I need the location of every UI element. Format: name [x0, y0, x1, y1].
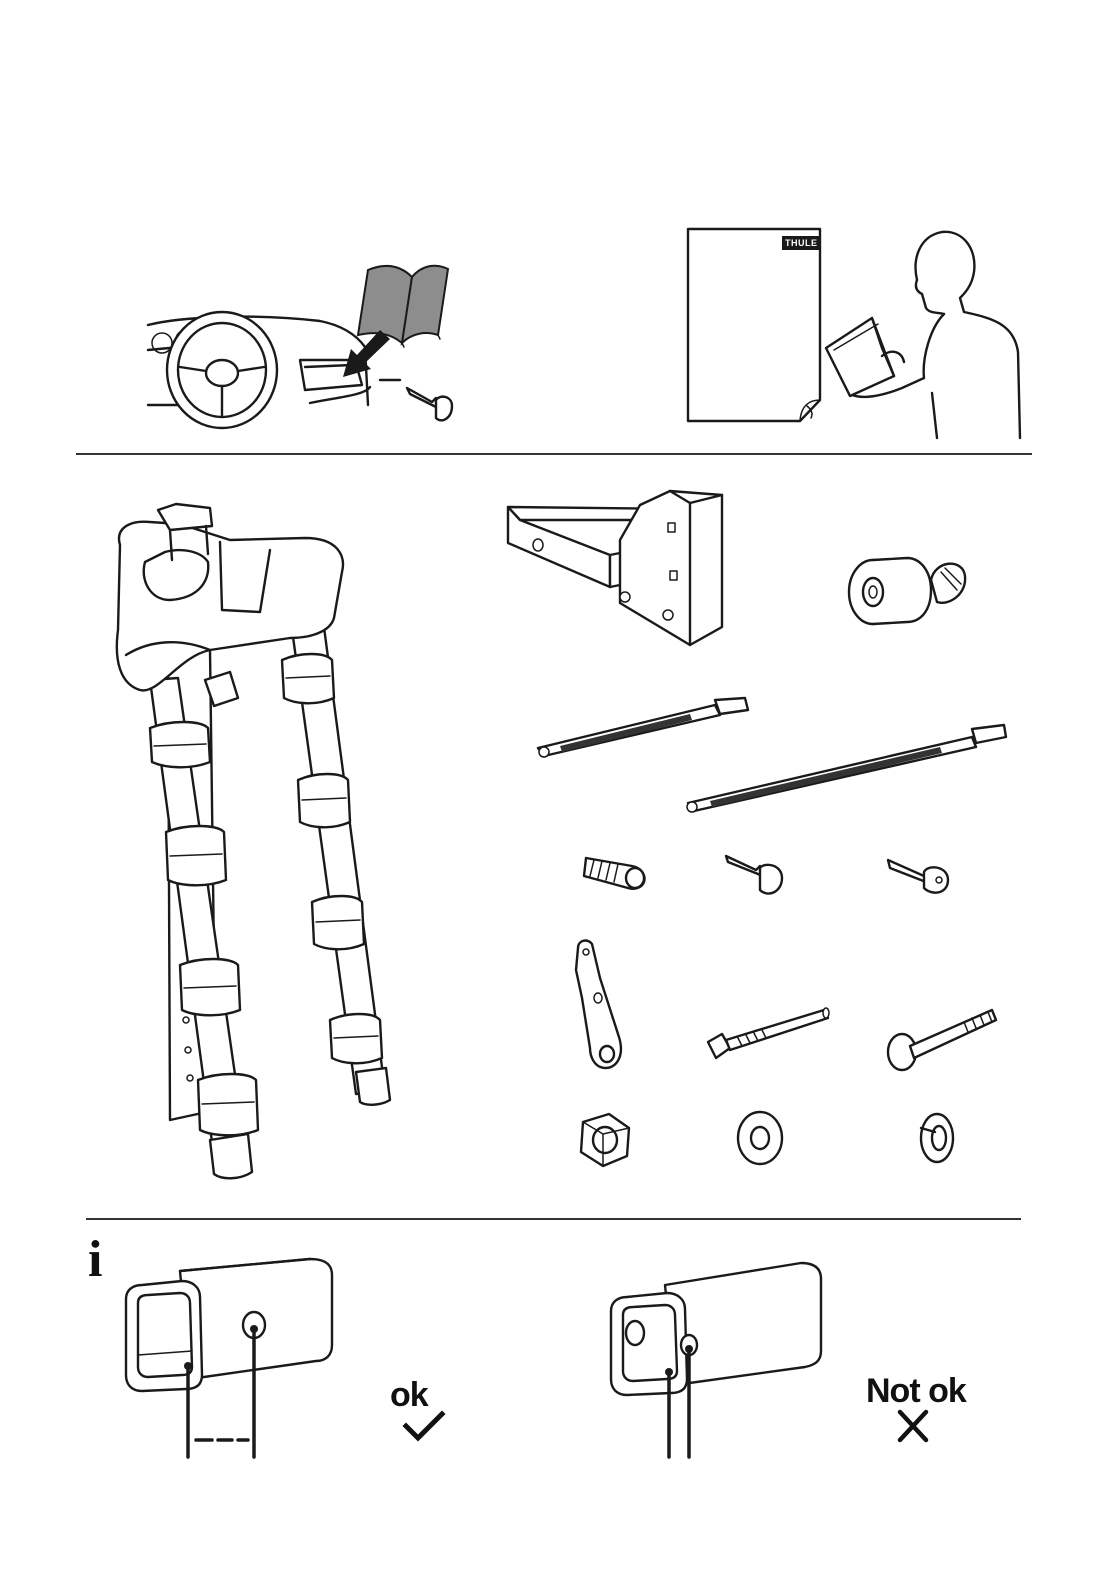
info-icon: i [88, 1234, 102, 1286]
washer-part [730, 1108, 790, 1168]
check-icon [402, 1410, 447, 1442]
brand-logo: THULE [782, 236, 821, 250]
key-part-2 [884, 852, 954, 897]
cross-icon [896, 1408, 930, 1444]
nut-part [573, 1110, 633, 1170]
key-part-1 [722, 850, 787, 900]
lock-washer-part [913, 1108, 963, 1170]
receiver-ok-illustration [120, 1255, 345, 1465]
section-divider-1 [76, 453, 1032, 455]
receiver-not-ok-illustration [605, 1255, 830, 1465]
strap-long-part [680, 715, 1010, 815]
insert-arrow-icon [335, 325, 395, 385]
carriage-bolt-part [884, 1000, 1004, 1075]
lock-knob-part [845, 550, 970, 630]
person-reading-illustration [822, 228, 1022, 440]
bike-rack-assembly [110, 500, 410, 1180]
link-plate-part [570, 938, 635, 1073]
section-keep-manual [140, 255, 470, 435]
instruction-manual-page: THULE [687, 228, 821, 422]
hex-bolt-part [700, 1000, 835, 1065]
not-ok-label: Not ok [866, 1372, 966, 1411]
key-icon [402, 380, 462, 430]
lock-cylinder-part [580, 848, 650, 893]
section-divider-2 [86, 1218, 1021, 1220]
manual-page-outline [687, 228, 821, 422]
hitch-adapter-part [500, 485, 730, 650]
